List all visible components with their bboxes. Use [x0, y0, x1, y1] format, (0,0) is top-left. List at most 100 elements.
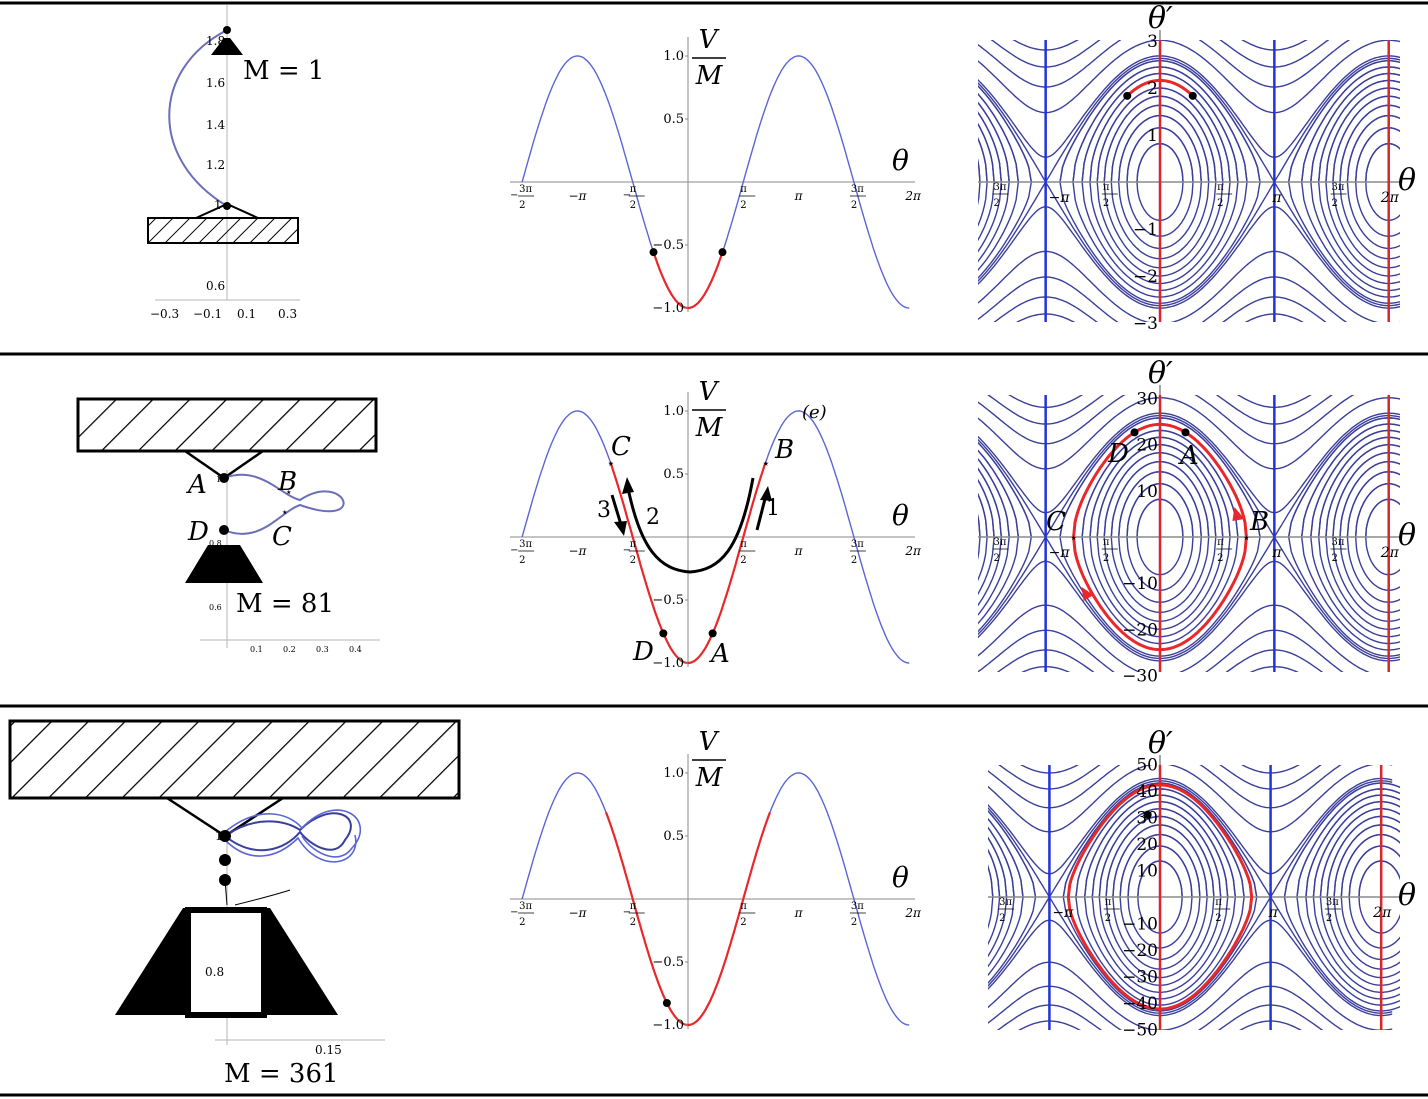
potential-marker [708, 629, 717, 638]
x-tick-frac: π2 [739, 539, 756, 566]
rod-curve [224, 812, 352, 852]
y-tick-label: −10 [1122, 574, 1158, 594]
rotating-orbit [978, 395, 1355, 445]
y-tick-label: −30 [1122, 968, 1158, 988]
rotating-orbit [988, 777, 1393, 875]
svg-text:2: 2 [1217, 198, 1223, 209]
svg-text:2: 2 [740, 917, 746, 928]
rotating-orbit [983, 1035, 1392, 1077]
x-tick-frac: 3π2 [849, 539, 866, 566]
x-tick-frac: π2 [1101, 182, 1118, 209]
svg-text:−: − [510, 190, 518, 201]
orbit [978, 536, 1019, 625]
x-tick-frac: π2 [739, 901, 756, 928]
orbit [978, 181, 988, 228]
svg-text:3π: 3π [1332, 182, 1345, 193]
svg-text:2: 2 [519, 555, 525, 566]
rotating-orbit [977, 695, 1400, 736]
tick-label: 1.8 [206, 34, 225, 48]
svg-text:π: π [630, 901, 637, 912]
svg-text:3π: 3π [993, 537, 1006, 548]
y-tick-label: 0.5 [663, 467, 684, 482]
y-tick-label: 40 [1136, 782, 1158, 802]
point-label-D: D [187, 517, 209, 547]
separatrix [978, 57, 1400, 182]
orbit [978, 449, 1019, 538]
tick-label: 1.2 [206, 158, 225, 172]
potential-label-A: A [709, 639, 730, 669]
orbit [890, 537, 973, 602]
rotating-orbit [977, 355, 1400, 395]
phase-label-D: D [1107, 439, 1129, 469]
apparatus-row-3: 1 0.8 0.15 M = 361 [8, 719, 461, 1089]
svg-text:2: 2 [630, 917, 636, 928]
highlight-trajectory [1072, 536, 1248, 652]
potential-label-C: C [611, 432, 631, 462]
potential-star: ⋆ [607, 456, 616, 472]
x-tick-frac: π2 [1216, 537, 1233, 564]
svg-text:2: 2 [993, 198, 999, 209]
x-tick-frac: 3π2 [1330, 182, 1347, 209]
y-tick-label: 30 [1136, 809, 1158, 829]
x-tick-label: 2π [904, 189, 922, 203]
rod-curve [168, 29, 228, 207]
y-label: θ′ [1148, 726, 1173, 761]
x-tick-frac: π2 [628, 901, 645, 928]
orbit [978, 478, 995, 538]
rotating-orbit [1018, 1020, 1303, 1030]
tick-label: 0.8 [209, 539, 222, 548]
orbit [978, 92, 1019, 183]
orbit [988, 809, 1037, 898]
x-tick-frac: 3π2 [849, 901, 866, 928]
orbit [988, 896, 1015, 968]
x-label: θ [1398, 163, 1416, 198]
y-tick-label: −0.5 [652, 238, 684, 253]
y-tick-label: −1.0 [652, 1018, 684, 1033]
potential-marker [718, 248, 727, 257]
svg-text:−: − [623, 907, 631, 918]
tick-label: 1 [214, 198, 222, 212]
mass-block [211, 38, 243, 55]
y-tick-label: −50 [1122, 1021, 1158, 1041]
x-tick-frac: 3π2 [518, 539, 535, 566]
orbit [978, 181, 1010, 263]
rotating-orbit [1012, 40, 1308, 51]
x-tick-label: −π [568, 906, 587, 920]
svg-text:2: 2 [519, 917, 525, 928]
svg-text:π: π [1105, 897, 1112, 908]
rotating-orbit [977, 707, 1400, 746]
separatrix [988, 897, 1393, 1014]
svg-text:2: 2 [1326, 913, 1332, 924]
potential-marker [649, 248, 658, 257]
rotating-orbit [978, 55, 1400, 158]
orbit [908, 499, 954, 537]
svg-text:π: π [740, 901, 747, 912]
separatrix [978, 414, 1400, 537]
y-label-num: V [699, 25, 720, 55]
apparatus-row-1: 1.8 1.6 1.4 1.2 1 0.6 −0.3 −0.1 0.1 0.3 … [147, 5, 324, 321]
y-tick-label: −0.5 [652, 593, 684, 608]
svg-text:2: 2 [851, 555, 857, 566]
orbit [978, 181, 1019, 272]
trajectory-star: ⋆ [1242, 531, 1250, 546]
rotating-orbit [977, 730, 1400, 765]
apparatus-row-2: ⋆ ⋆ 1 0.8 0.6 0.1 0.2 0.3 0.4 A B C D M … [76, 397, 380, 654]
orbit [1310, 181, 1400, 292]
orbit [917, 861, 961, 897]
y-label-den: M [695, 61, 724, 91]
mass-label: M = 361 [224, 1059, 339, 1089]
tick-label: 0.2 [283, 645, 296, 654]
svg-text:−: − [623, 190, 631, 201]
y-label-num: V [699, 727, 720, 757]
svg-text:π: π [740, 184, 747, 195]
y-label-den: M [695, 413, 724, 443]
orbit [908, 144, 954, 182]
x-tick-label: π [1271, 545, 1282, 561]
orbit [978, 122, 995, 183]
orbit [908, 499, 954, 537]
rotating-orbit [978, 629, 1344, 672]
orbit [917, 897, 961, 933]
x-tick-frac: π2 [1214, 897, 1231, 924]
orbit [899, 835, 979, 897]
